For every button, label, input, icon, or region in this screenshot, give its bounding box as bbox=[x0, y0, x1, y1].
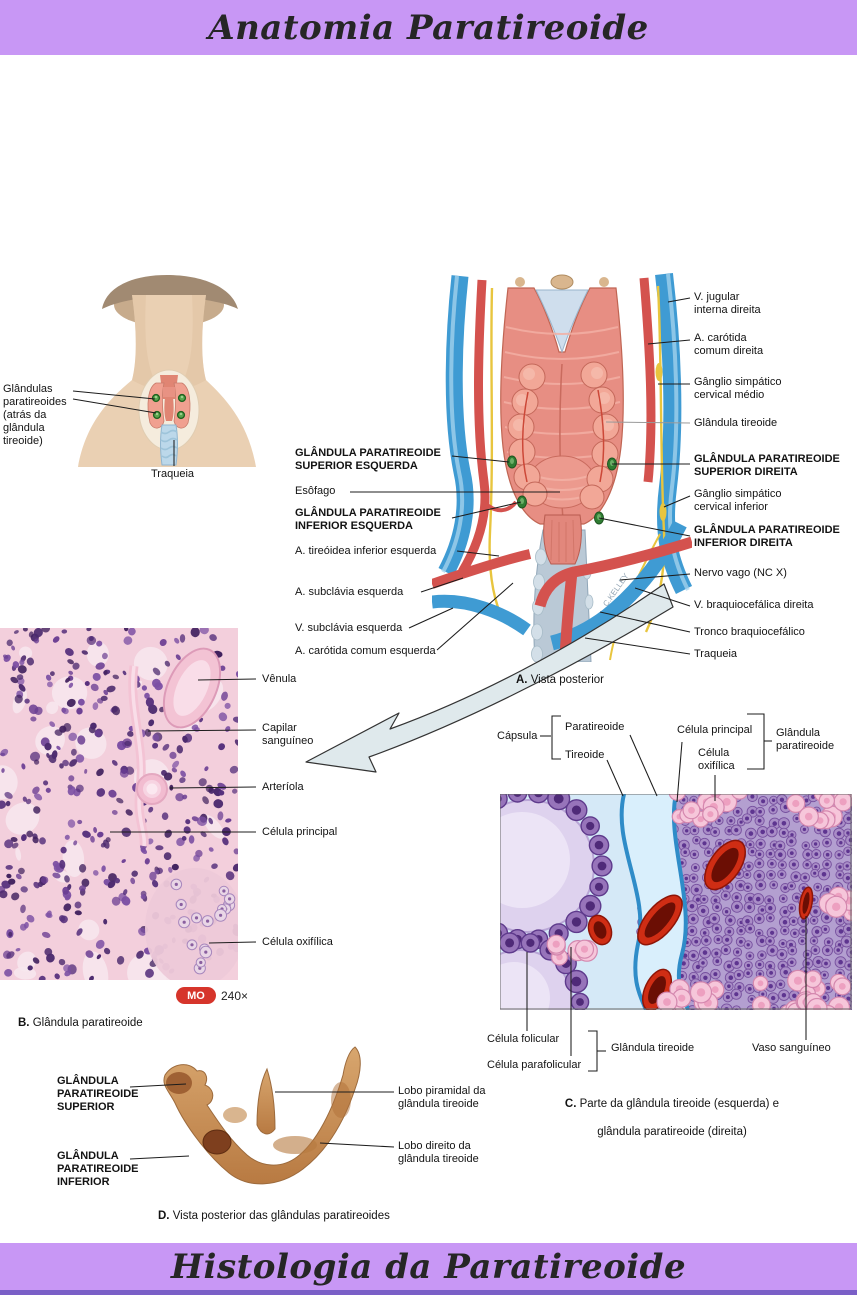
page-title: Anatomia Paratireoide bbox=[208, 7, 649, 48]
label-a-tireoidea-inferior-esquerda: A. tireóidea inferior esquerda bbox=[295, 545, 437, 557]
label-celula-parafolicular: Célula parafolicular bbox=[487, 1059, 582, 1071]
header-banner: Anatomia Paratireoide bbox=[0, 0, 857, 55]
label-v-jugular-interna-direita: V. jugular interna direita bbox=[694, 291, 761, 316]
label-traqueia-neck: Traqueia bbox=[151, 468, 195, 480]
caption-figure-c: C. Parte da glândula tireoide (esquerda)… bbox=[564, 1098, 780, 1138]
label-capsula: Cápsula bbox=[497, 730, 538, 742]
label-esofago: Esôfago bbox=[295, 485, 336, 497]
footer-banner: Histologia da Paratireoide bbox=[0, 1243, 857, 1290]
label-a-subclavia-esquerda: A. subclávia esquerda bbox=[295, 586, 404, 598]
oxyphil-cells bbox=[170, 878, 236, 975]
blood-vessels bbox=[587, 839, 814, 1010]
figure-d-specimen bbox=[163, 1046, 361, 1185]
label-glandula-paratireoide-superior-d: GLÂNDULA PARATIREOIDE SUPERIOR bbox=[57, 1075, 139, 1113]
label-capsula-tireoide: Tireoide bbox=[565, 749, 605, 761]
label-celula-oxifilica-c: Célula oxifílica bbox=[698, 747, 735, 772]
microscopy-badge: MO bbox=[176, 987, 216, 1004]
figure-a-illustration: C.KELLEY bbox=[432, 272, 692, 662]
label-celula-principal-c: Célula principal bbox=[677, 724, 753, 736]
parafollicular-cells bbox=[546, 934, 598, 966]
label-paratireoide-superior-esquerda: GLÂNDULA PARATIREOIDE SUPERIOR ESQUERDA bbox=[295, 447, 441, 472]
caption-figure-b: B. Glândula paratireoide bbox=[18, 1017, 143, 1029]
label-a-carotida-comum-esquerda: A. carótida comum esquerda bbox=[295, 645, 436, 657]
footer-title: Histologia da Paratireoide bbox=[170, 1246, 687, 1287]
label-paratireoide-inferior-direita: GLÂNDULA PARATIREOIDE INFERIOR DIREITA bbox=[694, 524, 840, 549]
pyramidal-lobe bbox=[256, 1067, 276, 1135]
label-celula-folicular: Célula folicular bbox=[487, 1033, 560, 1045]
label-vaso-sanguineo: Vaso sanguíneo bbox=[752, 1042, 831, 1054]
label-tronco-braquiocefalico: Tronco braquiocefálico bbox=[694, 626, 805, 638]
label-glandula-tireoide-c: Glândula tireoide bbox=[611, 1042, 695, 1054]
label-paratireoide-inferior-esquerda: GLÂNDULA PARATIREOIDE INFERIOR ESQUERDA bbox=[295, 507, 441, 532]
label-celula-principal-b: Célula principal bbox=[262, 826, 338, 838]
label-arteriola: Arteríola bbox=[262, 781, 304, 793]
caption-figure-d: D. Vista posterior das glândulas paratir… bbox=[158, 1210, 390, 1222]
label-capilar-sanguineo: Capilar sanguíneo bbox=[262, 722, 314, 747]
figure-b-micrograph bbox=[0, 628, 238, 980]
label-paratireoide-superior-direita: GLÂNDULA PARATIREOIDE SUPERIOR DIREITA bbox=[694, 453, 840, 478]
label-nervo-vago: Nervo vago (NC X) bbox=[694, 567, 787, 579]
caption-figure-a: A. Vista posterior bbox=[516, 674, 604, 686]
label-glandula-paratireoide-inferior-d: GLÂNDULA PARATIREOIDE INFERIOR bbox=[57, 1150, 139, 1188]
label-a-carotida-comum-direita: A. carótida comum direita bbox=[694, 332, 764, 357]
label-venula: Vênula bbox=[262, 673, 297, 685]
label-v-braquiocefalica-direita: V. braquiocefálica direita bbox=[694, 599, 814, 611]
label-celula-oxifilica-b: Célula oxifílica bbox=[262, 936, 333, 948]
magnify-arrow bbox=[305, 583, 674, 773]
label-ganglio-simpatico-medio: Gânglio simpático cervical médio bbox=[694, 376, 782, 401]
label-lobo-direito: Lobo direito da glândula tireoide bbox=[398, 1140, 479, 1165]
label-traqueia-a: Traqueia bbox=[694, 648, 738, 660]
label-v-subclavia-esquerda: V. subclávia esquerda bbox=[295, 622, 403, 634]
histology-nuclei bbox=[0, 628, 238, 980]
label-ganglio-simpatico-inferior: Gânglio simpático cervical inferior bbox=[694, 488, 782, 513]
oxyphil-cell-clusters bbox=[656, 794, 852, 1010]
label-lobo-piramidal: Lobo piramidal da glândula tireoide bbox=[398, 1085, 486, 1110]
neck-overview-illustration bbox=[78, 275, 256, 467]
oxyphil-region bbox=[145, 868, 238, 980]
label-glandula-paratireoide-c: Glândula paratireoide bbox=[776, 727, 835, 752]
inferior-gland-area bbox=[202, 1129, 232, 1155]
label-glandula-tireoide: Glândula tireoide bbox=[694, 417, 778, 429]
magnification-value: 240× bbox=[221, 989, 249, 1003]
figure-c-illustration bbox=[500, 794, 852, 1010]
superior-gland-area bbox=[166, 1072, 192, 1094]
label-glandulas-paratireoides: Glândulas paratireoides (atrás da glându… bbox=[3, 383, 67, 447]
footer-edge-strip bbox=[0, 1290, 857, 1295]
capsule-space bbox=[621, 794, 688, 1010]
label-capsula-paratireoide: Paratireoide bbox=[565, 721, 625, 733]
